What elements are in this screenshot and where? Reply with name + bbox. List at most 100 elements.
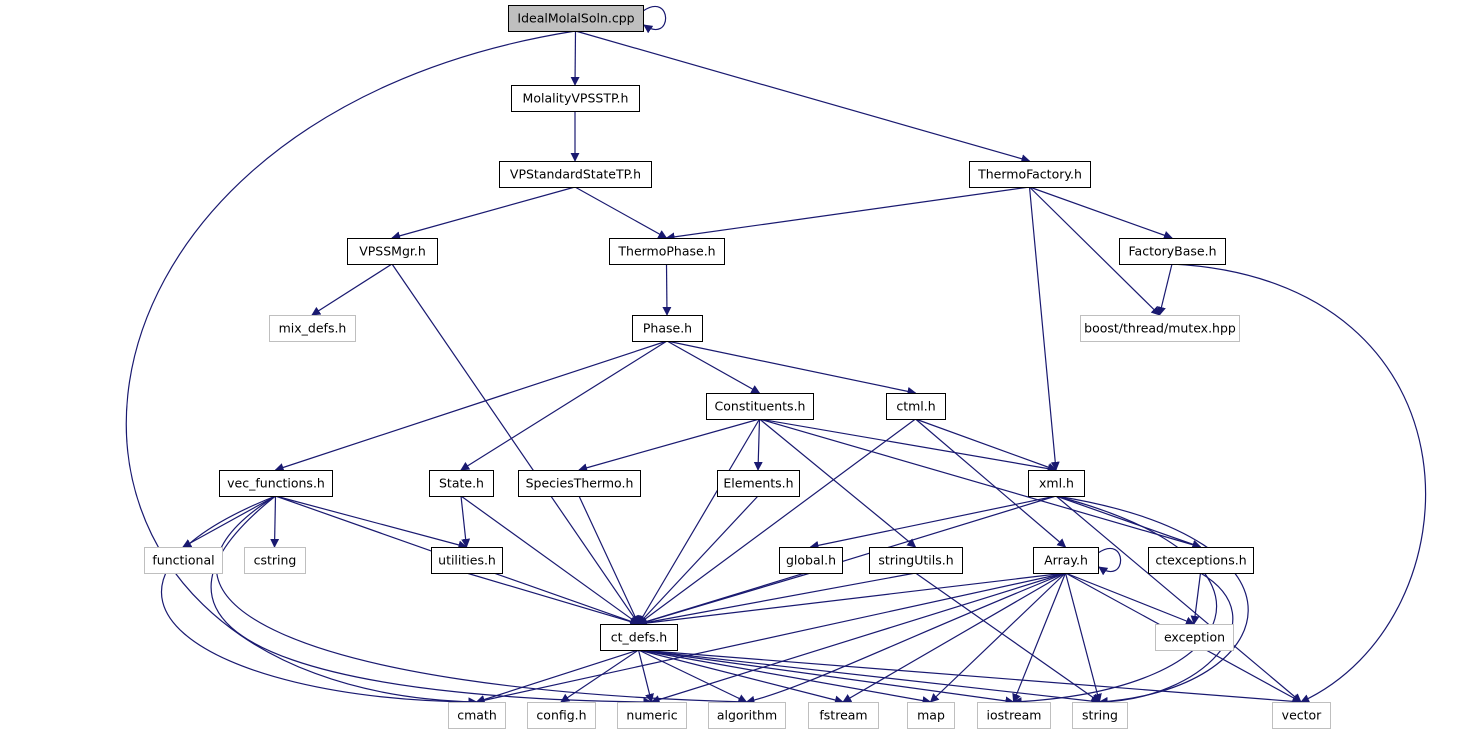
node-MolalityVPSSTP-h[interactable]: MolalityVPSSTP.h (511, 85, 640, 112)
edge-ct_defs_h-to-cmath (475, 649, 639, 704)
node-label: VPSSMgr.h (359, 244, 426, 259)
edge-vec_functions_h-to-algorithm (215, 495, 748, 707)
edge-ThermoFactory_h-to-boost_mutex (1029, 186, 1161, 316)
node-label: functional (152, 553, 214, 568)
node-box (1080, 315, 1240, 342)
edge-xml_h-to-vector (1055, 495, 1302, 703)
node-Elements-h[interactable]: Elements.h (717, 470, 800, 497)
edge-VPStandardStateTP_h-to-ThermoPhase_h (574, 186, 668, 239)
node-label: Constituents.h (715, 399, 806, 414)
node-algorithm[interactable]: algorithm (708, 702, 786, 729)
node-ThermoFactory-h[interactable]: ThermoFactory.h (969, 161, 1091, 188)
node-mix-defs-h[interactable]: mix_defs.h (269, 315, 356, 342)
node-label: MolalityVPSSTP.h (523, 91, 629, 106)
edge-ctml_h-to-Array_h (915, 418, 1067, 548)
edge-Array_h-to-ct_defs_h (637, 572, 1066, 628)
node-label: cmath (457, 708, 497, 723)
node-vec-functions-h[interactable]: vec_functions.h (219, 470, 333, 497)
node-stringUtils-h[interactable]: stringUtils.h (869, 547, 963, 574)
node-string[interactable]: string (1072, 702, 1128, 729)
node-SpeciesThermo-h[interactable]: SpeciesThermo.h (518, 470, 641, 497)
node-xml-h[interactable]: xml.h (1028, 470, 1085, 497)
edge-vec_functions_h-to-cstring (270, 495, 280, 548)
edge-SpeciesThermo_h-to-ct_defs_h (578, 495, 640, 625)
node-box (1033, 547, 1099, 574)
node-State-h[interactable]: State.h (429, 470, 494, 497)
node-map[interactable]: map (907, 702, 955, 729)
node-cmath[interactable]: cmath (448, 702, 506, 729)
node-box (977, 702, 1051, 729)
edge-Array_h-to-string (1064, 572, 1102, 703)
node-label: xml.h (1039, 476, 1074, 491)
node-box (508, 5, 644, 32)
node-Phase-h[interactable]: Phase.h (632, 315, 703, 342)
node-fstream[interactable]: fstream (808, 702, 879, 729)
node-Constituents-h[interactable]: Constituents.h (706, 393, 814, 420)
edge-FactoryBase_h-to-boost_mutex (1157, 263, 1173, 316)
edge-ctml_h-to-ct_defs_h (637, 418, 916, 625)
node-IdealMolalSoln-cpp[interactable]: IdealMolalSoln.cpp (508, 5, 644, 32)
node-VPSSMgr-h[interactable]: VPSSMgr.h (347, 238, 438, 265)
node-label: global.h (786, 553, 836, 568)
node-box (609, 238, 725, 265)
node-label: boost/thread/mutex.hpp (1084, 321, 1236, 336)
node-functional[interactable]: functional (144, 547, 223, 574)
node-label: string (1082, 708, 1118, 723)
edge-ThermoFactory_h-to-FactoryBase_h (1029, 186, 1173, 240)
node-label: Phase.h (643, 321, 692, 336)
node-numeric[interactable]: numeric (617, 702, 687, 729)
node-box (617, 702, 687, 729)
node-utilities-h[interactable]: utilities.h (431, 547, 503, 574)
edge-Array_h-to-exception (1065, 572, 1195, 626)
edge-Array_h-to-map (929, 572, 1066, 703)
edge-layer (125, 5, 1427, 707)
node-label: map (917, 708, 945, 723)
node-label: vec_functions.h (227, 476, 325, 491)
node-label: numeric (626, 708, 677, 723)
edge-IdealMolalSoln_cpp-to-MolalityVPSSTP_h (570, 30, 580, 86)
node-ctexceptions-h[interactable]: ctexceptions.h (1148, 547, 1254, 574)
node-label: vector (1282, 708, 1323, 723)
node-exception[interactable]: exception (1155, 624, 1234, 651)
edge-ct_defs_h-to-algorithm (638, 649, 748, 703)
edge-Constituents_h-to-Elements_h (753, 418, 763, 471)
node-VPStandardStateTP-h[interactable]: VPStandardStateTP.h (499, 161, 652, 188)
node-box (1148, 547, 1254, 574)
edge-ctexceptions_h-to-string (1098, 572, 1234, 707)
node-label: iostream (987, 708, 1042, 723)
edge-IdealMolalSoln_cpp-to-cmath (125, 30, 576, 707)
edge-xml_h-to-ct_defs_h (637, 495, 1057, 626)
edge-State_h-to-ct_defs_h (460, 495, 640, 625)
edge-Array_h-to-Array_h (1097, 547, 1122, 576)
node-boost-mutex[interactable]: boost/thread/mutex.hpp (1080, 315, 1240, 342)
node-box (431, 547, 503, 574)
edge-vec_functions_h-to-utilities_h (275, 495, 468, 550)
node-box (869, 547, 963, 574)
node-global-h[interactable]: global.h (779, 547, 843, 574)
node-box (708, 702, 786, 729)
edge-IdealMolalSoln_cpp-to-ThermoFactory_h (575, 30, 1031, 164)
edge-Constituents_h-to-ct_defs_h (637, 418, 761, 625)
node-Array-h[interactable]: Array.h (1033, 547, 1099, 574)
node-box (706, 393, 814, 420)
node-cstring[interactable]: cstring (244, 547, 306, 574)
node-ctml-h[interactable]: ctml.h (886, 393, 946, 420)
node-ct-defs-h[interactable]: ct_defs.h (600, 624, 678, 651)
node-config-h[interactable]: config.h (527, 702, 596, 729)
node-FactoryBase-h[interactable]: FactoryBase.h (1119, 238, 1226, 265)
edge-utilities_h-to-ct_defs_h (466, 572, 640, 627)
edge-VPStandardStateTP_h-to-VPSSMgr_h (391, 186, 576, 241)
node-box (144, 547, 223, 574)
node-box (969, 161, 1091, 188)
node-label: IdealMolalSoln.cpp (517, 11, 634, 26)
node-label: fstream (819, 708, 867, 723)
node-vector[interactable]: vector (1272, 702, 1331, 729)
node-box (448, 702, 506, 729)
node-iostream[interactable]: iostream (977, 702, 1051, 729)
edge-Phase_h-to-State_h (460, 340, 668, 471)
node-ThermoPhase-h[interactable]: ThermoPhase.h (609, 238, 725, 265)
node-box (1119, 238, 1226, 265)
edge-ctexceptions_h-to-exception (1190, 572, 1202, 625)
node-box (518, 470, 641, 497)
node-box (1272, 702, 1331, 729)
